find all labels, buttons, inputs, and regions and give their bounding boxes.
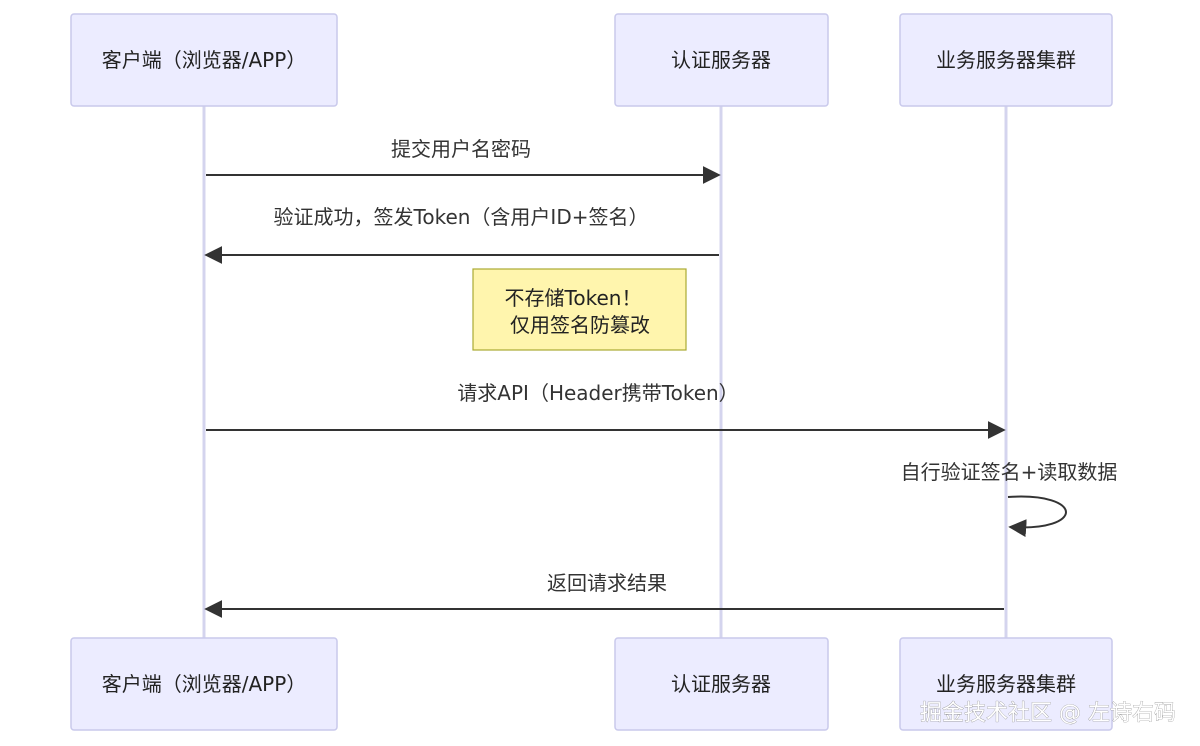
note-line: 仅用签名防篡改	[510, 313, 650, 337]
message-label: 返回请求结果	[547, 571, 667, 595]
actor-biz-bottom: 业务服务器集群	[899, 637, 1113, 731]
message-label: 请求API（Header携带Token）	[457, 381, 738, 405]
actor-auth-bottom: 认证服务器	[614, 637, 829, 731]
watermark: 掘金技术社区 @ 左诗右码	[920, 701, 1176, 726]
actor-client-top: 客户端（浏览器/APP）	[70, 13, 338, 107]
message-label: 验证成功，签发Token（含用户ID+签名）	[274, 205, 649, 229]
actor-label: 认证服务器	[671, 48, 771, 72]
actor-auth-top: 认证服务器	[614, 13, 829, 107]
note: 不存储Token！ 仅用签名防篡改	[472, 268, 687, 351]
actor-biz-top: 业务服务器集群	[899, 13, 1113, 107]
actor-label: 客户端（浏览器/APP）	[102, 48, 307, 72]
actor-label: 客户端（浏览器/APP）	[102, 672, 307, 696]
message-label: 自行验证签名+读取数据	[901, 460, 1118, 484]
self-message-arrow	[1007, 495, 1067, 538]
actor-client-bottom: 客户端（浏览器/APP）	[70, 637, 338, 731]
message-label: 提交用户名密码	[391, 137, 531, 161]
note-line: 不存储Token！	[505, 286, 642, 310]
actor-label: 业务服务器集群	[936, 672, 1076, 696]
actor-label: 认证服务器	[671, 672, 771, 696]
actor-label: 业务服务器集群	[936, 48, 1076, 72]
